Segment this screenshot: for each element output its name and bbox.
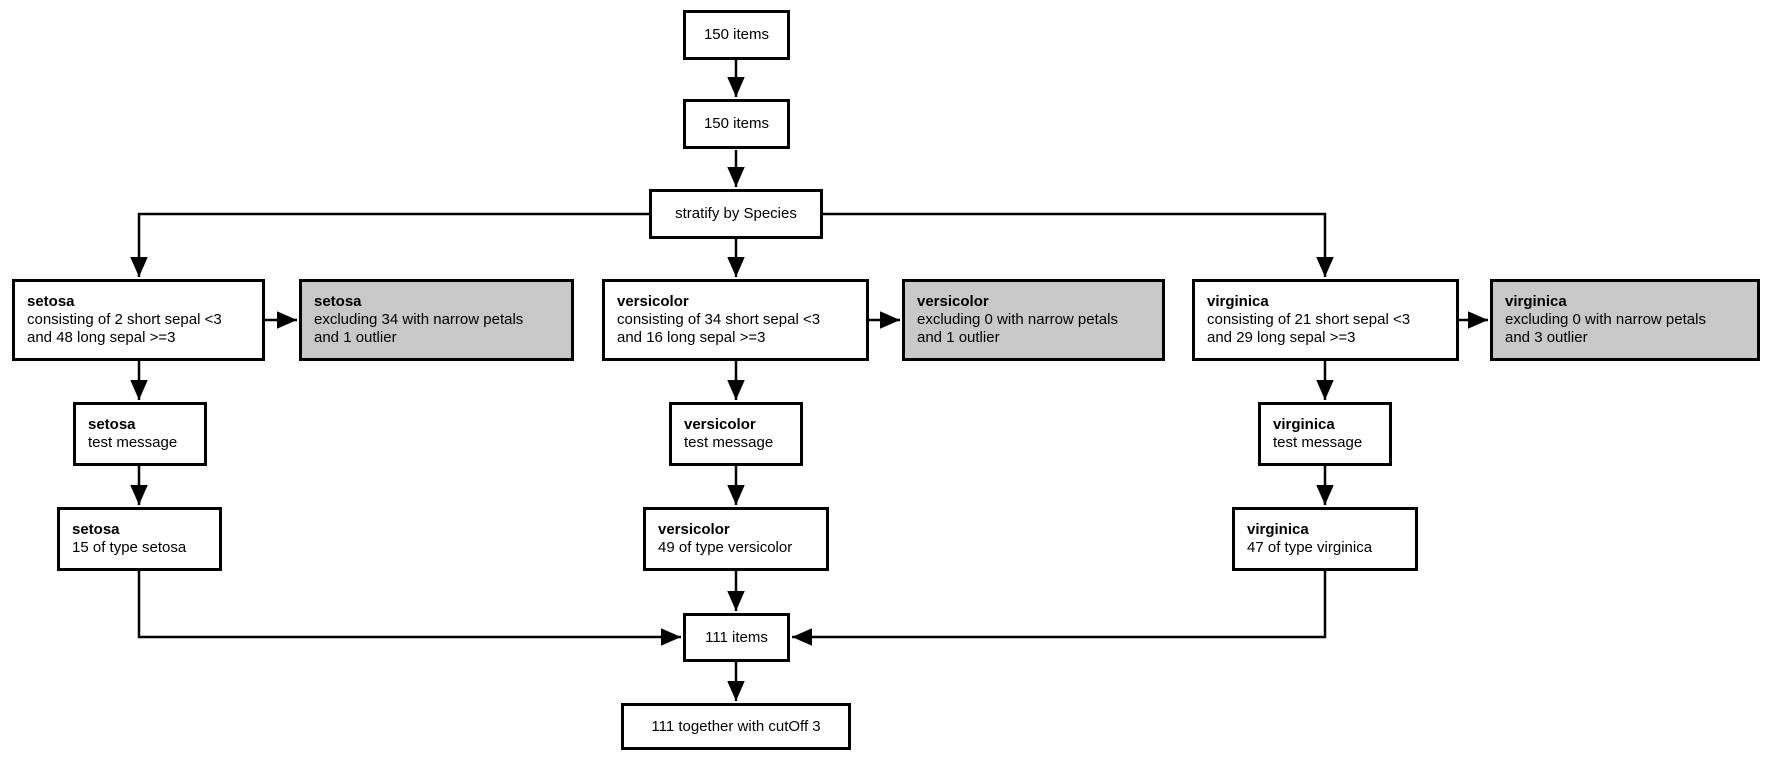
excluded-virginica-box: virginica excluding 0 with narrow petals…	[1490, 279, 1760, 361]
source-count-label: 150 items	[703, 26, 770, 43]
final-box: 111 together with cutOff 3	[621, 703, 851, 750]
typed-virginica-name: virginica	[1247, 521, 1309, 538]
excluded-setosa-line1: excluding 34 with narrow petals	[314, 311, 524, 328]
typed-setosa-label: 15 of type setosa	[72, 539, 187, 556]
merge-count-label: 111 items	[705, 628, 768, 646]
typed-virginica-box: virginica 47 of type virginica	[1232, 507, 1418, 571]
branch-setosa-line1: consisting of 2 short sepal <3	[27, 311, 222, 328]
filtered-count-label: 150 items	[703, 115, 770, 132]
arrow-setosa-to-merge	[137, 571, 681, 646]
test-setosa-box: setosa test message	[73, 402, 207, 466]
excluded-versicolor-line2: and 1 outlier	[917, 329, 1000, 346]
branch-versicolor-name: versicolor	[617, 293, 689, 310]
typed-versicolor-box: versicolor 49 of type versicolor	[643, 507, 829, 571]
test-versicolor-box: versicolor test message	[669, 402, 803, 466]
excluded-virginica-name: virginica	[1505, 293, 1567, 310]
excluded-setosa-line2: and 1 outlier	[314, 329, 397, 346]
test-setosa-label: test message	[88, 434, 178, 451]
arrow-stratify-to-setosa	[130, 212, 649, 277]
excluded-setosa-name: setosa	[314, 293, 362, 310]
branch-versicolor-line1: consisting of 34 short sepal <3	[617, 311, 821, 328]
branch-virginica-box: virginica consisting of 21 short sepal <…	[1192, 279, 1459, 361]
test-virginica-label: test message	[1273, 434, 1363, 451]
branch-setosa-box: setosa consisting of 2 short sepal <3 an…	[12, 279, 265, 361]
branch-virginica-name: virginica	[1207, 293, 1269, 310]
branch-virginica-line1: consisting of 21 short sepal <3	[1207, 311, 1411, 328]
stratify-box: stratify by Species	[649, 189, 823, 239]
test-versicolor-label: test message	[684, 434, 774, 451]
branch-setosa-line2: and 48 long sepal >=3	[27, 329, 176, 346]
stratify-label: stratify by Species	[675, 205, 797, 222]
excluded-versicolor-box: versicolor excluding 0 with narrow petal…	[902, 279, 1165, 361]
arrow-stratify-to-virginica	[823, 212, 1334, 277]
test-versicolor-name: versicolor	[684, 416, 756, 433]
typed-versicolor-label: 49 of type versicolor	[658, 539, 793, 556]
typed-virginica-label: 47 of type virginica	[1247, 539, 1373, 556]
merge-count-box: 111 items	[683, 613, 790, 662]
arrow-virginica-to-merge	[792, 571, 1327, 646]
branch-versicolor-box: versicolor consisting of 34 short sepal …	[602, 279, 869, 361]
test-virginica-box: virginica test message	[1258, 402, 1392, 466]
branch-setosa-name: setosa	[27, 293, 75, 310]
typed-versicolor-name: versicolor	[658, 521, 730, 538]
source-count-box: 150 items	[683, 10, 790, 60]
typed-setosa-box: setosa 15 of type setosa	[57, 507, 222, 571]
final-label: 111 together with cutOff 3	[651, 717, 821, 735]
filtered-count-box: 150 items	[683, 99, 790, 149]
excluded-setosa-box: setosa excluding 34 with narrow petals a…	[299, 279, 574, 361]
typed-setosa-name: setosa	[72, 521, 120, 538]
branch-virginica-line2: and 29 long sepal >=3	[1207, 329, 1356, 346]
excluded-virginica-line1: excluding 0 with narrow petals	[1505, 311, 1706, 328]
branch-versicolor-line2: and 16 long sepal >=3	[617, 329, 766, 346]
excluded-versicolor-line1: excluding 0 with narrow petals	[917, 311, 1118, 328]
excluded-versicolor-name: versicolor	[917, 293, 989, 310]
excluded-virginica-line2: and 3 outlier	[1505, 329, 1588, 346]
test-virginica-name: virginica	[1273, 416, 1335, 433]
test-setosa-name: setosa	[88, 416, 136, 433]
